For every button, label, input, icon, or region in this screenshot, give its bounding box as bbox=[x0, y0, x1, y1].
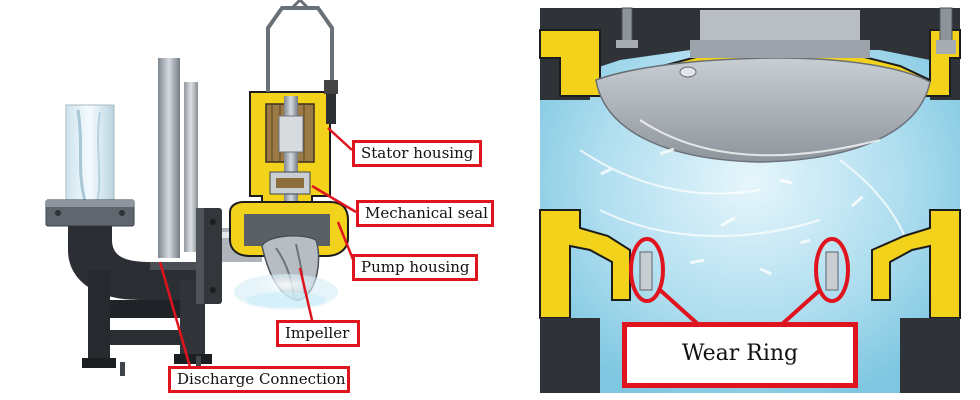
discharge-column bbox=[65, 104, 115, 214]
callout-lines-left bbox=[158, 127, 357, 375]
label-stator-housing: Stator housing bbox=[352, 140, 482, 167]
label-pump-housing: Pump housing bbox=[352, 254, 478, 281]
wear-ring-right bbox=[825, 251, 839, 291]
guide-rail bbox=[158, 58, 180, 258]
wear-ring-left bbox=[639, 251, 653, 291]
label-mechanical-seal: Mechanical seal bbox=[356, 200, 494, 227]
wear-ring-left-highlight bbox=[629, 237, 665, 303]
pump-assembly bbox=[45, 0, 349, 376]
lifting-handle bbox=[266, 6, 334, 92]
label-wear-ring: Wear Ring bbox=[622, 322, 858, 388]
label-discharge-connection: Discharge Connection bbox=[168, 366, 350, 393]
label-impeller: Impeller bbox=[276, 320, 360, 347]
wear-ring-right-highlight bbox=[814, 237, 850, 303]
stand-leg-left bbox=[88, 270, 110, 362]
